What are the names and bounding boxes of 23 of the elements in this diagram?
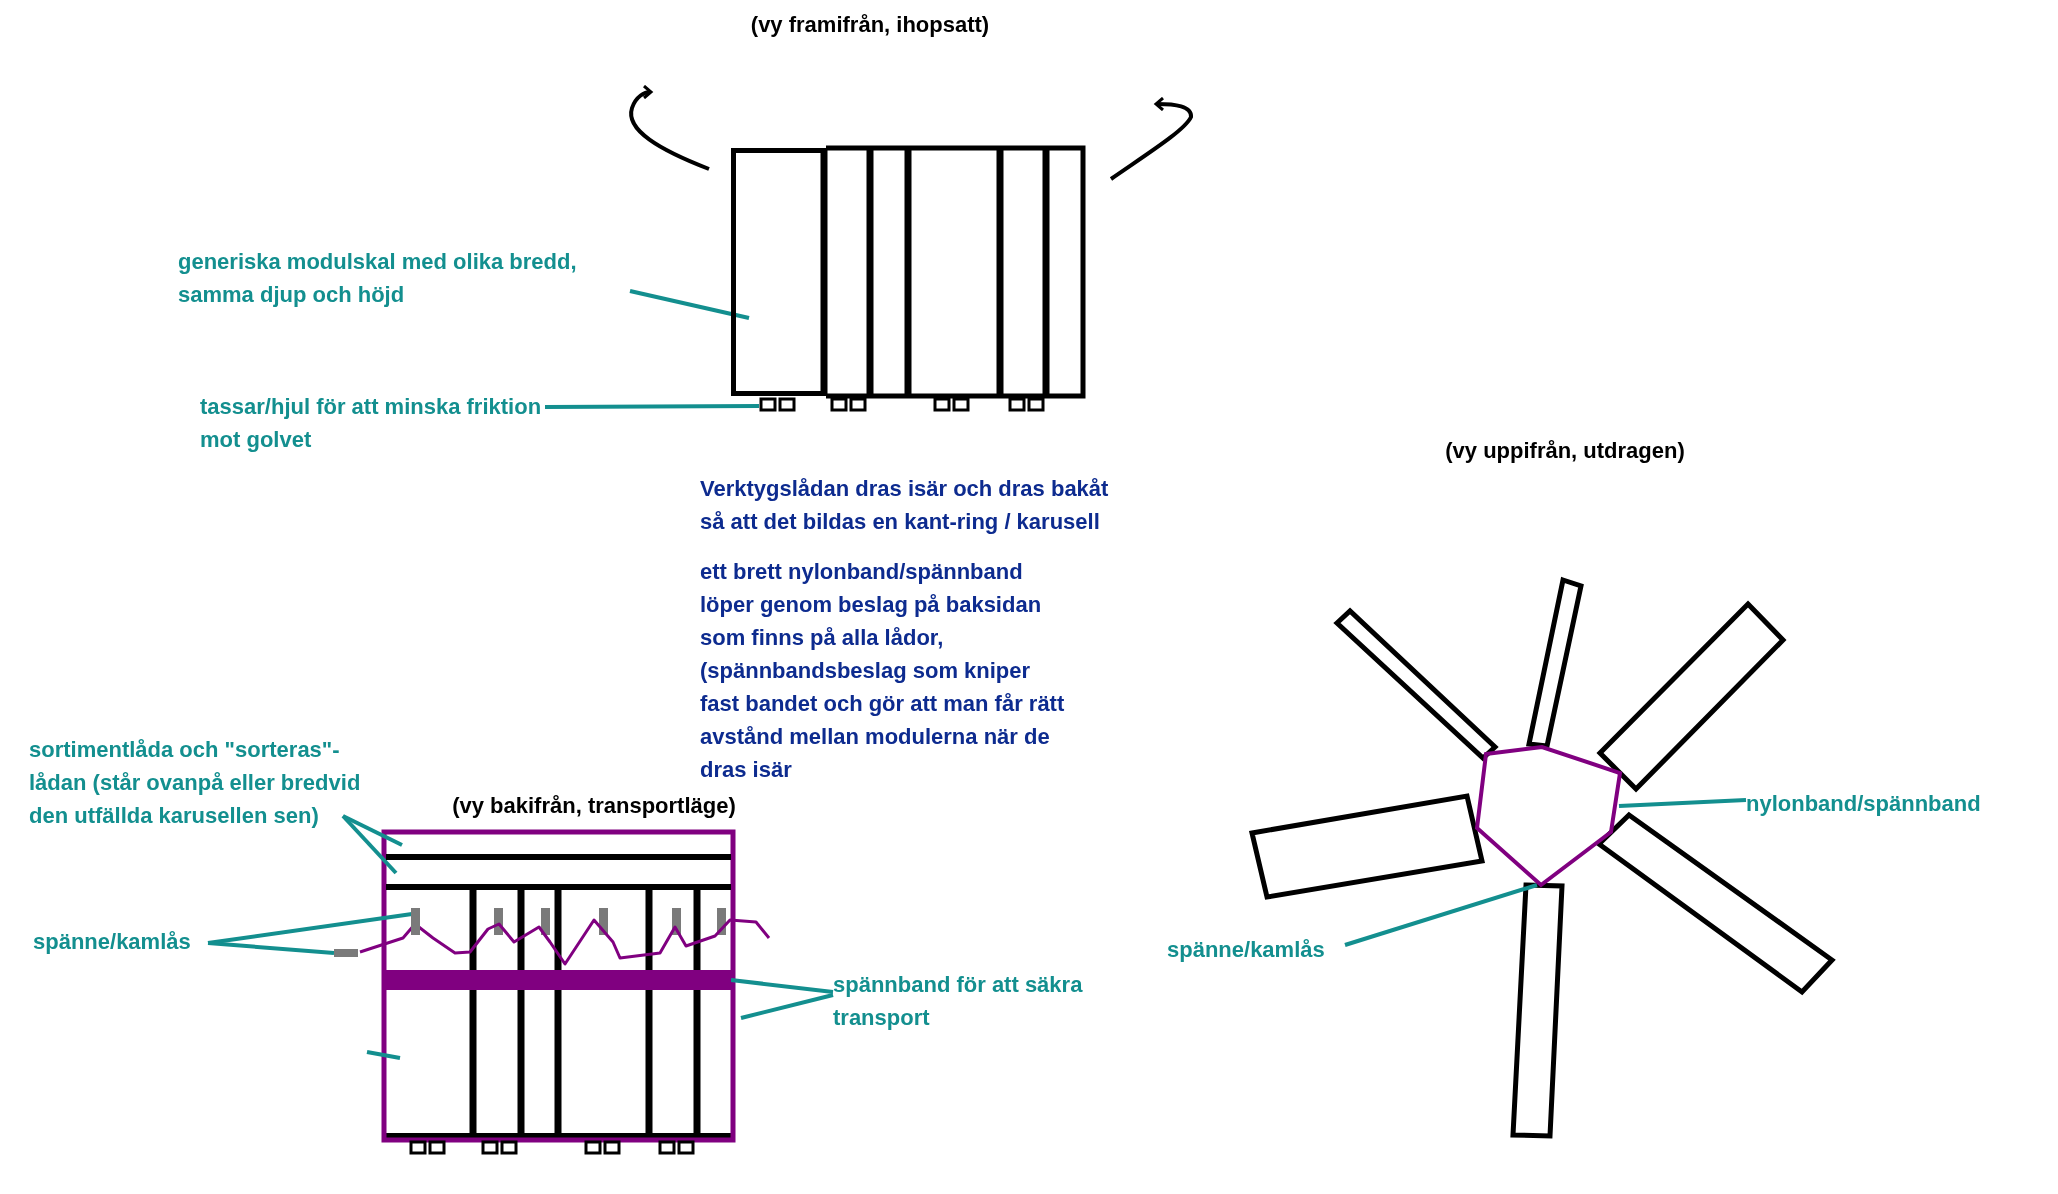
note-text: ett brett nylonband/spännband löper genom beslag på baksidan som finns på alla lådor, (spännbandsbeslag som kniper fast bandet och gör att man får rätt avstånd mellan modulerna när de dras isär [700, 558, 1066, 784]
note-text: Verktygslådan dras isär och dras bakåt så att det bildas en kant-ring / karusell [700, 475, 1110, 536]
callout-label: generiska modulskal med olika bredd, samma djup och höjd [178, 245, 638, 311]
leader-line [730, 978, 834, 994]
leader-line [545, 404, 759, 409]
callout-label: spänne/kamlås [1167, 933, 1345, 966]
callout-label: spännband för att säkra transport [833, 968, 1123, 1034]
leader-line [629, 289, 750, 320]
callout-label: sortimentlåda och "sorteras"-lådan (står ovanpå eller bredvid den utfällda karusellen sen) [29, 733, 394, 832]
leader-line [207, 941, 335, 955]
callout-label: spänne/kamlås [33, 925, 208, 958]
leader-line [341, 814, 398, 875]
view-caption: (vy uppifrån, utdragen) [1444, 437, 1686, 465]
callout-label: nylonband/spännband [1746, 787, 2016, 820]
callout-label: tassar/hjul för att minska friktion mot golvet [200, 390, 545, 456]
view-caption: (vy bakifrån, transportläge) [451, 792, 737, 820]
leader-line [740, 993, 834, 1020]
cam-lock [411, 908, 420, 935]
caster-pair-icon [759, 397, 797, 412]
cam-lock [334, 949, 358, 957]
view-caption: (vy framifrån, ihopsatt) [749, 11, 991, 39]
strap-loop [1477, 747, 1620, 885]
leader-line [342, 814, 403, 847]
